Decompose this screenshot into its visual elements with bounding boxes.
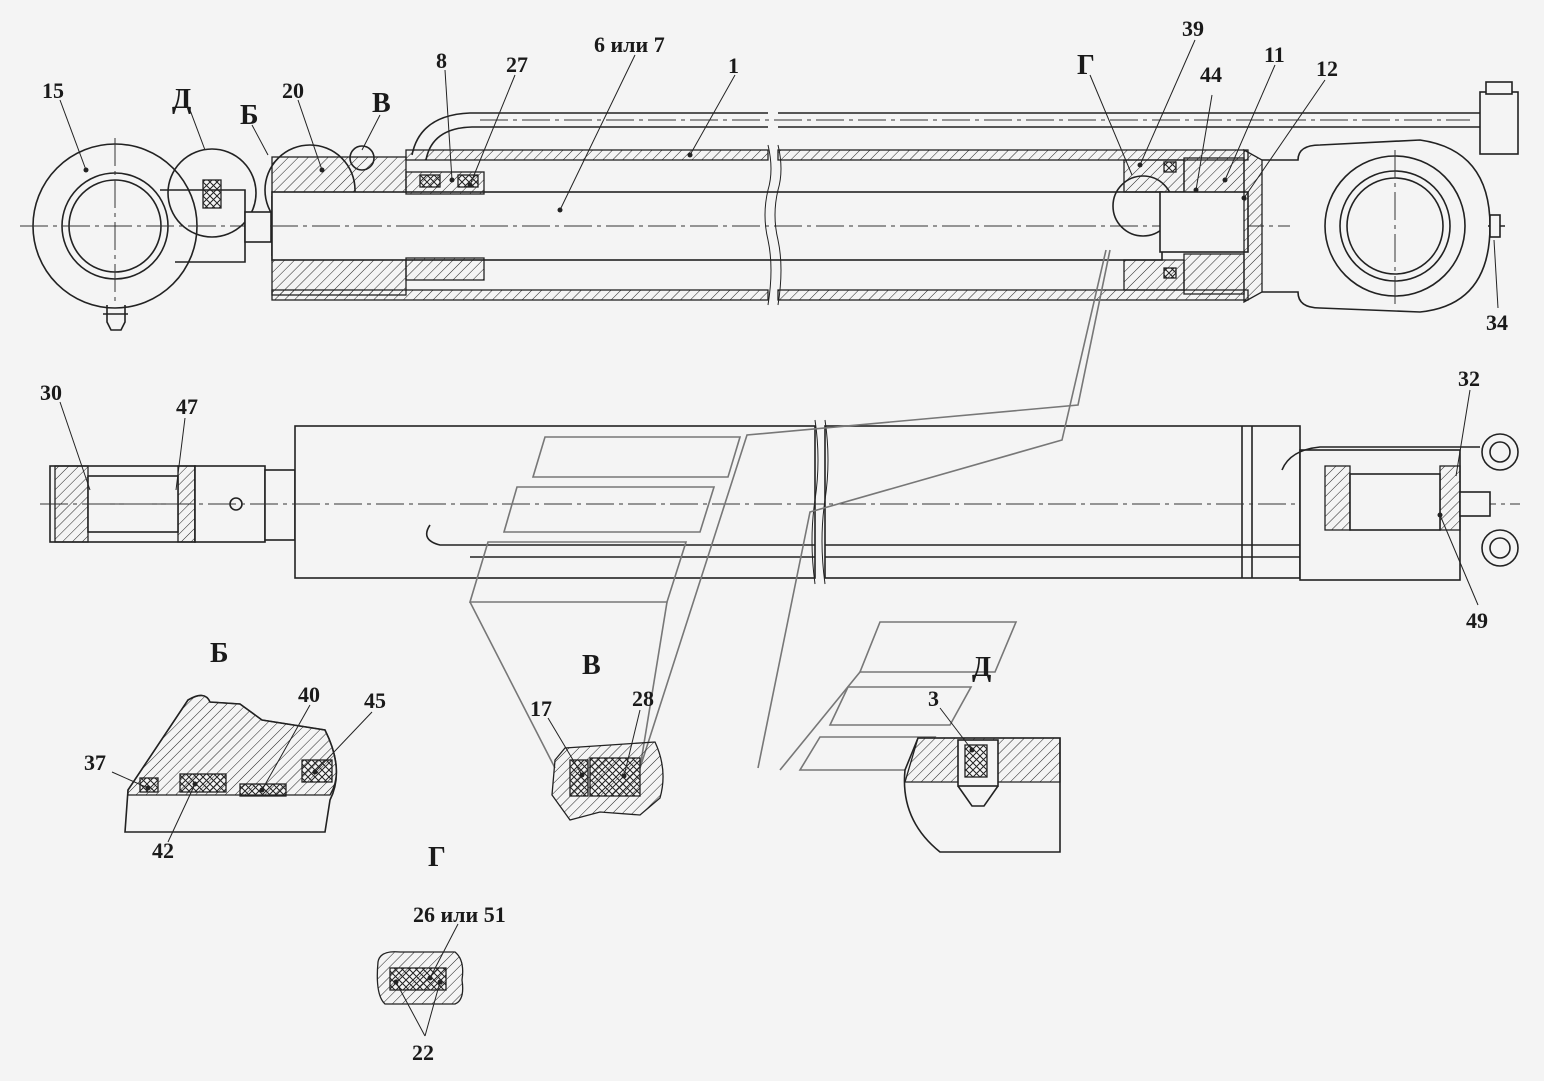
detail-labels: Б 37 40 45 42 В 17 28 Д 3 Г 26 или 51 22: [84, 638, 991, 1065]
detail-b-label-40: 40: [298, 682, 320, 707]
callout-labels: 15 Д Б 20 В 8 27 6 или 7 1 Г 39 44 11 12…: [40, 16, 1508, 633]
detail-b-label-45: 45: [364, 688, 386, 713]
callout-27: 27: [506, 52, 528, 77]
rod-eye-left: [20, 138, 255, 331]
detail-g-label-22: 22: [412, 1040, 434, 1065]
detail-v-label-28: 28: [632, 686, 654, 711]
detail-b-label-37: 37: [84, 750, 106, 775]
leader-lines: [59, 39, 1499, 1037]
detail-g: [376, 951, 464, 1005]
detail-v-title: В: [582, 650, 601, 681]
callout-30: 30: [40, 380, 62, 405]
detail-b-title: Б: [210, 638, 229, 669]
callout-v: В: [372, 88, 391, 119]
callout-32: 32: [1458, 366, 1480, 391]
callout-44: 44: [1200, 62, 1222, 87]
detail-v-label-17: 17: [530, 696, 552, 721]
callout-39: 39: [1182, 16, 1204, 41]
callout-8: 8: [436, 48, 447, 73]
callout-12: 12: [1316, 56, 1338, 81]
detail-d-title: Д: [972, 652, 991, 683]
callout-15: 15: [42, 78, 64, 103]
callout-d: Д: [172, 84, 191, 115]
callout-20: 20: [282, 78, 304, 103]
detail-v: [551, 741, 664, 821]
detail-d: [903, 737, 1061, 853]
callout-34: 34: [1486, 310, 1508, 335]
detail-g-title: Г: [428, 842, 446, 873]
callout-47: 47: [176, 394, 198, 419]
top-section-view: [20, 81, 1519, 331]
rod-eye-right: [1262, 139, 1505, 313]
pipe-top: [411, 81, 1519, 161]
callout-6-or-7: 6 или 7: [594, 32, 665, 57]
projection-guides: [468, 249, 1111, 771]
detail-g-label-26-or-51: 26 или 51: [413, 902, 506, 927]
callout-g: Г: [1077, 50, 1095, 81]
detail-circle-d: [167, 148, 257, 238]
detail-b: [124, 694, 338, 833]
callout-49: 49: [1466, 608, 1488, 633]
detail-d-label-3: 3: [928, 686, 939, 711]
detail-b-label-42: 42: [152, 838, 174, 863]
middle-side-view: [40, 419, 1520, 585]
callout-11: 11: [1264, 42, 1285, 67]
piston: [1112, 148, 1263, 304]
callout-b: Б: [240, 100, 259, 131]
callout-1: 1: [728, 53, 739, 78]
